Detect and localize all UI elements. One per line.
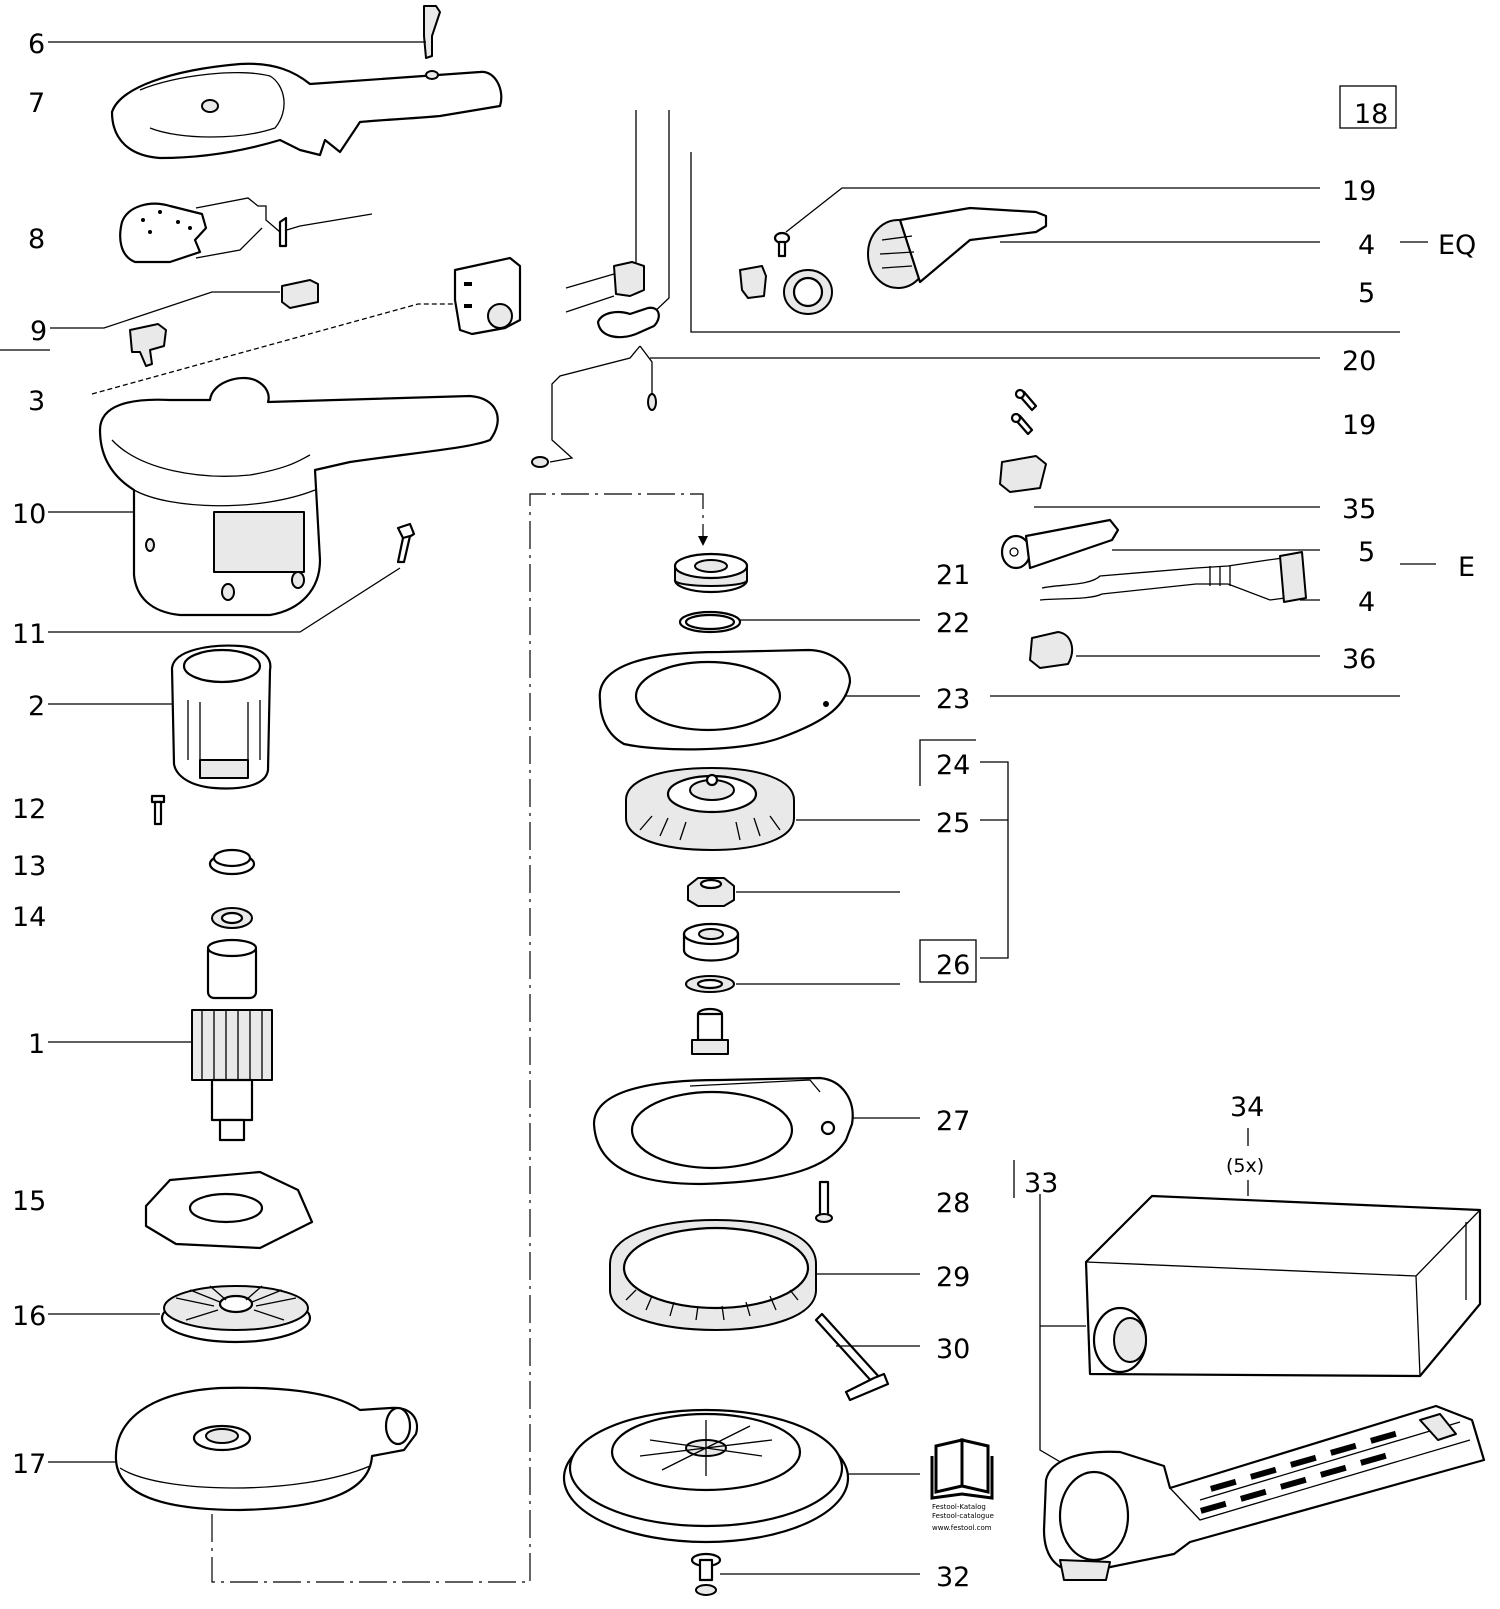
boxed-callout-26-frame (919, 939, 977, 983)
part-bolt (691, 1007, 729, 1055)
callout-21: 21 (936, 560, 970, 591)
part-30-hex-key (814, 1312, 890, 1402)
callout-28: 28 (936, 1188, 970, 1219)
callout-30: 30 (936, 1334, 970, 1365)
part-10-motor-housing (98, 376, 499, 617)
part-27-lower-plate (592, 1076, 854, 1186)
part-14-bearing (211, 907, 253, 929)
callout-5a: 5 (1358, 278, 1375, 309)
bracket-24-26 (980, 761, 1009, 959)
part-23-housing-plate (598, 648, 852, 751)
callout-19b: 19 (1342, 410, 1376, 441)
callout-20: 20 (1342, 346, 1376, 377)
variant-eq: EQ (1438, 230, 1476, 261)
part-31-sanding-pad (562, 1408, 850, 1544)
book-icon (930, 1438, 994, 1500)
part-21-bearing (673, 552, 749, 594)
part-16-fan (160, 1285, 312, 1344)
part-11-screw (396, 522, 416, 564)
callout-22: 22 (936, 608, 970, 639)
part-19-screws-lower (1010, 388, 1038, 436)
leader-9 (50, 291, 280, 329)
part-34-filter-bag (1084, 1194, 1482, 1378)
callout-5b: 5 (1358, 537, 1375, 568)
callout-29: 29 (936, 1262, 970, 1293)
part-20-wire (531, 345, 657, 468)
callout-34-quantity: (5x) (1226, 1155, 1264, 1177)
part-12-screw (150, 794, 166, 826)
part-nut (687, 877, 735, 907)
callout-32: 32 (936, 1562, 970, 1593)
part-29-brake-ring (609, 1219, 817, 1331)
part-6-lever (423, 5, 441, 59)
variant-e: E (1458, 552, 1475, 583)
boxed-callout-24-frame (919, 739, 976, 786)
callout-23: 23 (936, 684, 970, 715)
part-cable-clip-lower (596, 306, 660, 339)
callout-4b: 4 (1358, 587, 1375, 618)
part-9-brush-holders (129, 279, 319, 367)
part-19-screw-upper (773, 231, 791, 258)
part-4-power-cord (1039, 551, 1307, 603)
part-36-plug-insert (1029, 631, 1074, 669)
callout-3: 3 (28, 386, 45, 417)
callout-10: 10 (12, 499, 46, 530)
callout-15: 15 (12, 1186, 46, 1217)
part-32-screw (690, 1552, 722, 1596)
part-4-connector-eq (867, 206, 1048, 289)
boxed-callout-18-frame (1339, 85, 1397, 129)
callout-25: 25 (936, 808, 970, 839)
callout-8: 8 (28, 224, 45, 255)
callout-14: 14 (12, 902, 46, 933)
callout-13: 13 (12, 851, 46, 882)
callout-27: 27 (936, 1106, 970, 1137)
part-2-stator (170, 644, 272, 790)
callout-26: 26 (936, 950, 970, 981)
part-spacer (682, 922, 740, 962)
part-8-switch (119, 197, 373, 264)
leader-19a (785, 187, 1320, 233)
part-3-electronics (453, 256, 522, 336)
callout-18: 18 (1354, 99, 1388, 130)
callout-1: 1 (28, 1029, 45, 1060)
part-25-eccentric (625, 767, 795, 851)
part-13-bearing-ring (208, 848, 256, 876)
callout-35: 35 (1342, 494, 1376, 525)
callout-12: 12 (12, 794, 46, 825)
callout-7: 7 (28, 88, 45, 119)
part-33-dust-container (1042, 1404, 1486, 1581)
part-washer (685, 975, 735, 993)
catalog-text-1: Festool-Katalog (932, 1503, 986, 1511)
assembly-path-line (211, 493, 704, 1583)
callout-11: 11 (12, 619, 46, 650)
leader-33 (1039, 1194, 1086, 1471)
callout-16: 16 (12, 1301, 46, 1332)
callout-17: 17 (12, 1449, 46, 1480)
catalog-text-2: Festool-catalogue (932, 1512, 994, 1520)
part-22-ring (678, 610, 742, 634)
part-cable-clip-upper (565, 261, 645, 313)
part-5-cable-sleeve (1000, 518, 1120, 570)
callout-6: 6 (28, 29, 45, 60)
arrow-down-icon (698, 536, 708, 546)
callout-19a: 19 (1342, 176, 1376, 207)
leader-11 (48, 567, 401, 633)
callout-33: 33 (1024, 1168, 1058, 1199)
callout-9: 9 (30, 316, 47, 347)
callout-2: 2 (28, 691, 45, 722)
part-plug-connector-eq (739, 265, 833, 315)
callout-36: 36 (1342, 644, 1376, 675)
part-28-screw (815, 1180, 833, 1223)
part-35-cable-clamp (999, 455, 1047, 493)
callout-34: 34 (1230, 1092, 1264, 1123)
callout-24: 24 (936, 750, 970, 781)
part-15-fan-guide (144, 1170, 314, 1250)
catalog-link[interactable]: www.festool.com (932, 1524, 992, 1532)
part-1-armature (191, 938, 273, 1142)
leader-3 (91, 303, 455, 395)
callout-4a: 4 (1358, 230, 1375, 261)
part-7-top-cover (110, 62, 503, 160)
part-17-base-housing (114, 1386, 419, 1512)
